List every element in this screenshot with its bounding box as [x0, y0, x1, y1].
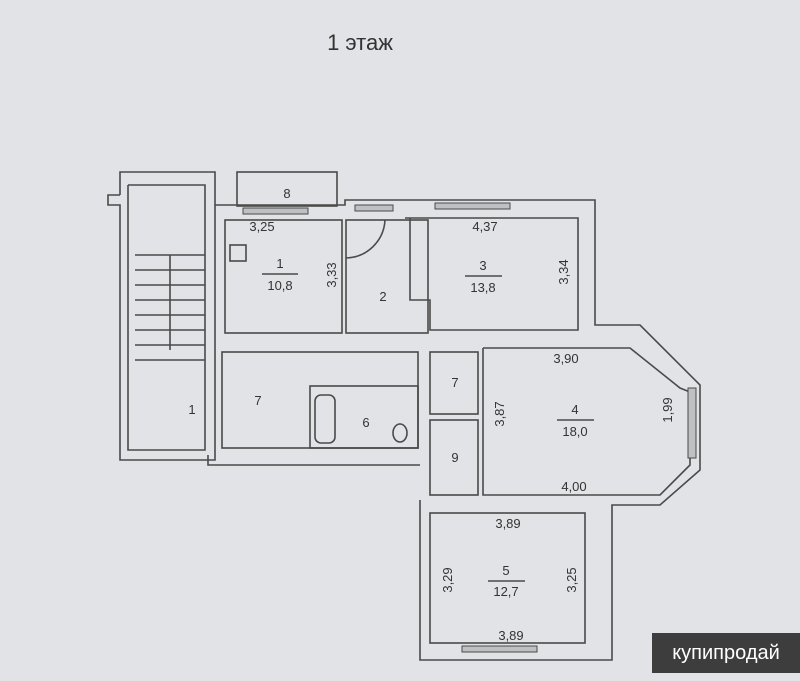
svg-text:3,25: 3,25: [249, 219, 274, 234]
svg-text:4: 4: [571, 402, 578, 417]
svg-text:4,37: 4,37: [472, 219, 497, 234]
walls: [107, 171, 701, 661]
room-2: 2: [379, 289, 386, 304]
floor-title: 1 этаж: [327, 30, 393, 55]
windows: [242, 202, 697, 653]
svg-text:3,89: 3,89: [498, 628, 523, 643]
stairs: [135, 254, 205, 361]
svg-text:3,87: 3,87: [492, 401, 507, 426]
door-swing-icon: [345, 219, 386, 259]
room-3: 3 13,8 4,37 3,34: [465, 219, 571, 295]
svg-text:3,90: 3,90: [553, 351, 578, 366]
svg-text:1: 1: [276, 256, 283, 271]
svg-text:4,00: 4,00: [561, 479, 586, 494]
stove-icon: [229, 244, 247, 262]
room-6: 6: [362, 415, 369, 430]
svg-text:18,0: 18,0: [562, 424, 587, 439]
svg-text:3,33: 3,33: [324, 262, 339, 287]
bathtub-icon: [314, 394, 336, 444]
room-7: 7: [254, 393, 261, 408]
svg-text:3,29: 3,29: [440, 567, 455, 592]
svg-text:13,8: 13,8: [470, 280, 495, 295]
svg-text:1,99: 1,99: [660, 397, 675, 422]
room-4: 4 18,0 3,90 3,87 1,99 4,00: [492, 351, 675, 494]
watermark-logo: купипродай: [652, 633, 800, 673]
svg-text:10,8: 10,8: [267, 278, 292, 293]
svg-text:3,34: 3,34: [556, 259, 571, 284]
room-8-balcony: 8: [283, 186, 290, 201]
room-7-closet: 7: [451, 375, 458, 390]
room-1: 1 10,8 3,25 3,33: [249, 219, 339, 293]
svg-text:3: 3: [479, 258, 486, 273]
svg-text:3,89: 3,89: [495, 516, 520, 531]
entrance-label: 1: [188, 402, 195, 417]
room-5: 5 12,7 3,89 3,29 3,25 3,89: [440, 516, 579, 643]
toilet-icon: [392, 423, 408, 443]
room-9: 9: [451, 450, 458, 465]
svg-text:5: 5: [502, 563, 509, 578]
svg-text:12,7: 12,7: [493, 584, 518, 599]
svg-text:3,25: 3,25: [564, 567, 579, 592]
